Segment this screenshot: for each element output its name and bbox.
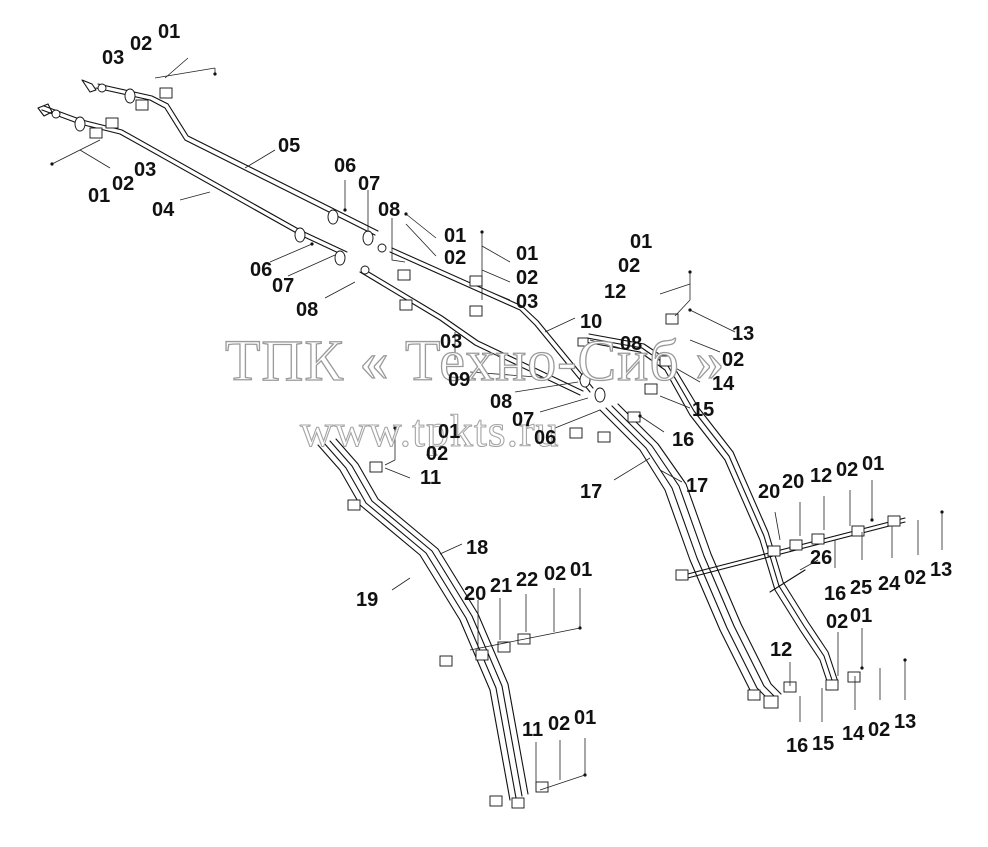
clamps: [89, 87, 901, 809]
callout-25: 25: [850, 577, 872, 599]
watermark-line1: ТПК « Техно-Сиб »: [225, 328, 725, 393]
callout-02b: 02: [112, 173, 134, 195]
callout-02l: 02: [868, 719, 890, 741]
callout-02k: 02: [826, 611, 848, 633]
callout-11b: 11: [522, 719, 543, 741]
callout-01d: 01: [516, 243, 538, 265]
callout-01: 01: [158, 21, 180, 43]
callout-13: 13: [732, 323, 754, 345]
callout-15b: 15: [812, 733, 834, 755]
callout-17: 17: [580, 481, 602, 503]
callout-15: 15: [692, 399, 714, 421]
callout-01h: 01: [570, 559, 592, 581]
callout-01j: 01: [574, 707, 596, 729]
callout-09: 09: [448, 369, 470, 391]
pipe-10: [389, 247, 594, 393]
callout-13c: 13: [894, 711, 916, 733]
callout-18: 18: [466, 537, 488, 559]
callout-03e: 03: [440, 331, 462, 353]
pipe-04: [41, 105, 348, 257]
callout-08d: 08: [620, 333, 642, 355]
callout-08: 08: [378, 199, 400, 221]
pipe-14-15: [584, 333, 839, 691]
callout-16: 16: [672, 429, 694, 451]
callout-06b: 06: [250, 259, 272, 281]
callout-01b: 01: [88, 185, 110, 207]
callout-01i: 01: [850, 605, 872, 627]
callout-02i: 02: [904, 567, 926, 589]
fittings: [37, 79, 606, 403]
callout-06c: 06: [534, 427, 556, 449]
pipe-18-19: [317, 438, 529, 801]
callout-13b: 13: [930, 559, 952, 581]
callout-10: 10: [580, 311, 602, 333]
callout-01f: 01: [438, 421, 460, 443]
callout-labels: 01 02 03 01 02 03 04 05 06 07 08 01 02 0…: [88, 21, 952, 757]
callout-14b: 14: [842, 723, 865, 745]
callout-02d: 02: [516, 267, 538, 289]
callout-01e: 01: [630, 231, 652, 253]
callout-02j: 02: [544, 563, 566, 585]
watermark-line2: www.tpkts.ru: [300, 405, 559, 456]
callout-01g: 01: [862, 453, 884, 475]
callout-20c: 20: [464, 583, 486, 605]
callout-07: 07: [358, 173, 380, 195]
callout-24: 24: [878, 573, 901, 595]
callout-02h: 02: [836, 459, 858, 481]
pipe-05: [95, 83, 379, 236]
callout-11: 11: [420, 467, 441, 489]
callout-02c: 02: [444, 247, 466, 269]
callout-16b: 16: [824, 583, 846, 605]
callout-04: 04: [152, 199, 175, 221]
callout-20b: 20: [782, 471, 804, 493]
callout-03b: 03: [134, 159, 156, 181]
callout-02m: 02: [548, 713, 570, 735]
callout-02f: 02: [722, 349, 744, 371]
callout-19: 19: [356, 589, 378, 611]
callout-22: 22: [516, 569, 538, 591]
pipe-03-lower: [359, 267, 584, 396]
callout-02g: 02: [426, 443, 448, 465]
callout-03d: 03: [516, 291, 538, 313]
callout-12: 12: [604, 281, 626, 303]
callout-05: 05: [278, 135, 300, 157]
callout-08c: 08: [490, 391, 512, 413]
callout-08b: 08: [296, 299, 318, 321]
callout-12c: 12: [770, 639, 792, 661]
callout-02e: 02: [618, 255, 640, 277]
callout-26: 26: [810, 547, 832, 569]
callout-17b: 17: [686, 475, 708, 497]
callout-03: 03: [102, 47, 124, 69]
callout-01c: 01: [444, 225, 466, 247]
callout-16c: 16: [786, 735, 808, 757]
leader-lines: [50, 57, 944, 791]
callout-12b: 12: [810, 465, 832, 487]
callout-14: 14: [712, 373, 735, 395]
callout-02: 02: [130, 33, 152, 55]
callout-07b: 07: [272, 275, 294, 297]
callout-06: 06: [334, 155, 356, 177]
callout-20: 20: [758, 481, 780, 503]
callout-21: 21: [490, 575, 512, 597]
callout-07c: 07: [512, 409, 534, 431]
